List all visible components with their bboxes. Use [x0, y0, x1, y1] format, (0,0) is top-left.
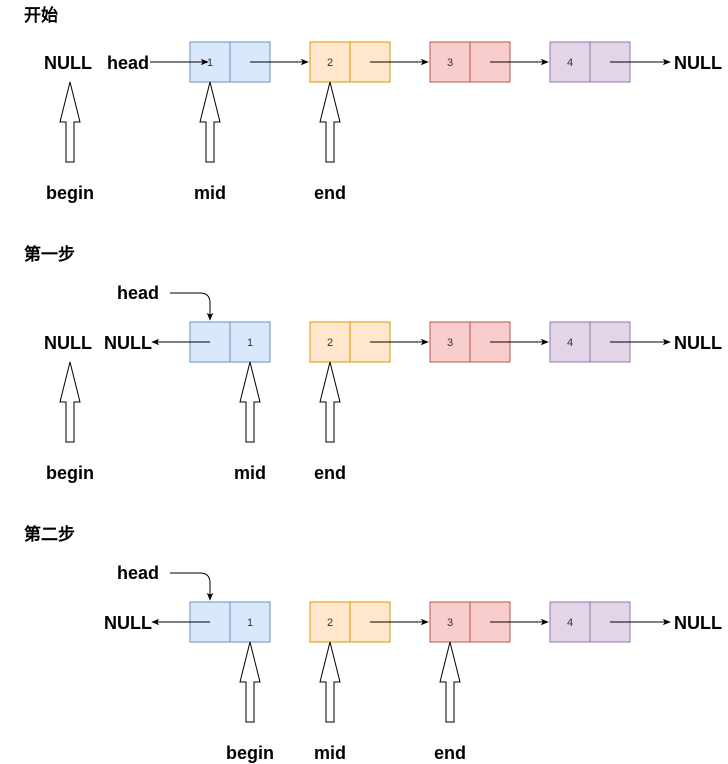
node-next-cell — [229, 321, 271, 363]
null-label: NULL — [44, 53, 92, 73]
step-title: 开始 — [24, 5, 58, 26]
head-pointer-arrow — [170, 292, 214, 321]
null-label: NULL — [104, 333, 152, 353]
node-data-cell — [549, 601, 591, 643]
node-value: 4 — [567, 617, 573, 629]
list-node-4: 4 — [549, 41, 631, 83]
node-value: 3 — [447, 617, 453, 629]
end-label: end — [314, 463, 346, 483]
list-node-1: 1 — [189, 321, 271, 363]
end-label: end — [314, 183, 346, 203]
step-one: 第一步 1 2 3 4 head NULL NULL — [24, 244, 722, 483]
begin-up-arrow — [239, 641, 261, 723]
head-label: head — [107, 53, 149, 73]
node-data-cell — [549, 321, 591, 363]
node-value: 1 — [247, 617, 253, 629]
node-data-cell — [429, 321, 471, 363]
node-value: 4 — [567, 337, 573, 349]
null-label: NULL — [44, 333, 92, 353]
step-title: 第一步 — [24, 244, 75, 265]
end-up-arrow — [319, 81, 341, 163]
mid-up-arrow — [199, 81, 221, 163]
node-value: 1 — [207, 57, 213, 69]
begin-up-arrow — [59, 81, 81, 163]
mid-up-arrow — [319, 641, 341, 723]
list-node-2: 2 — [309, 601, 391, 643]
node-next-cell — [229, 601, 271, 643]
node-value: 2 — [327, 617, 333, 629]
head-pointer-arrow — [170, 572, 214, 601]
head-label: head — [117, 283, 159, 303]
node-value: 2 — [327, 337, 333, 349]
node-value: 4 — [567, 57, 573, 69]
end-label: end — [434, 743, 466, 763]
mid-up-arrow — [239, 361, 261, 443]
mid-label: mid — [314, 743, 346, 763]
begin-label: begin — [46, 463, 94, 483]
step-title: 第二步 — [24, 524, 75, 545]
node-value: 1 — [247, 337, 253, 349]
node-value: 3 — [447, 57, 453, 69]
step-start: 开始 1 2 3 4 NULL hea — [24, 5, 722, 203]
end-up-arrow — [319, 361, 341, 443]
begin-label: begin — [46, 183, 94, 203]
list-node-1: 1 — [189, 41, 271, 83]
node-data-cell — [189, 321, 231, 363]
begin-up-arrow — [59, 361, 81, 443]
mid-label: mid — [194, 183, 226, 203]
null-label: NULL — [104, 613, 152, 633]
null-label: NULL — [674, 53, 722, 73]
step-two: 第二步 1 2 3 4 head NULL NULL — [24, 524, 722, 763]
node-value: 3 — [447, 337, 453, 349]
list-node-4: 4 — [549, 601, 631, 643]
head-label: head — [117, 563, 159, 583]
node-value: 2 — [327, 57, 333, 69]
end-up-arrow — [439, 641, 461, 723]
begin-label: begin — [226, 743, 274, 763]
null-label: NULL — [674, 613, 722, 633]
null-label: NULL — [674, 333, 722, 353]
mid-label: mid — [234, 463, 266, 483]
